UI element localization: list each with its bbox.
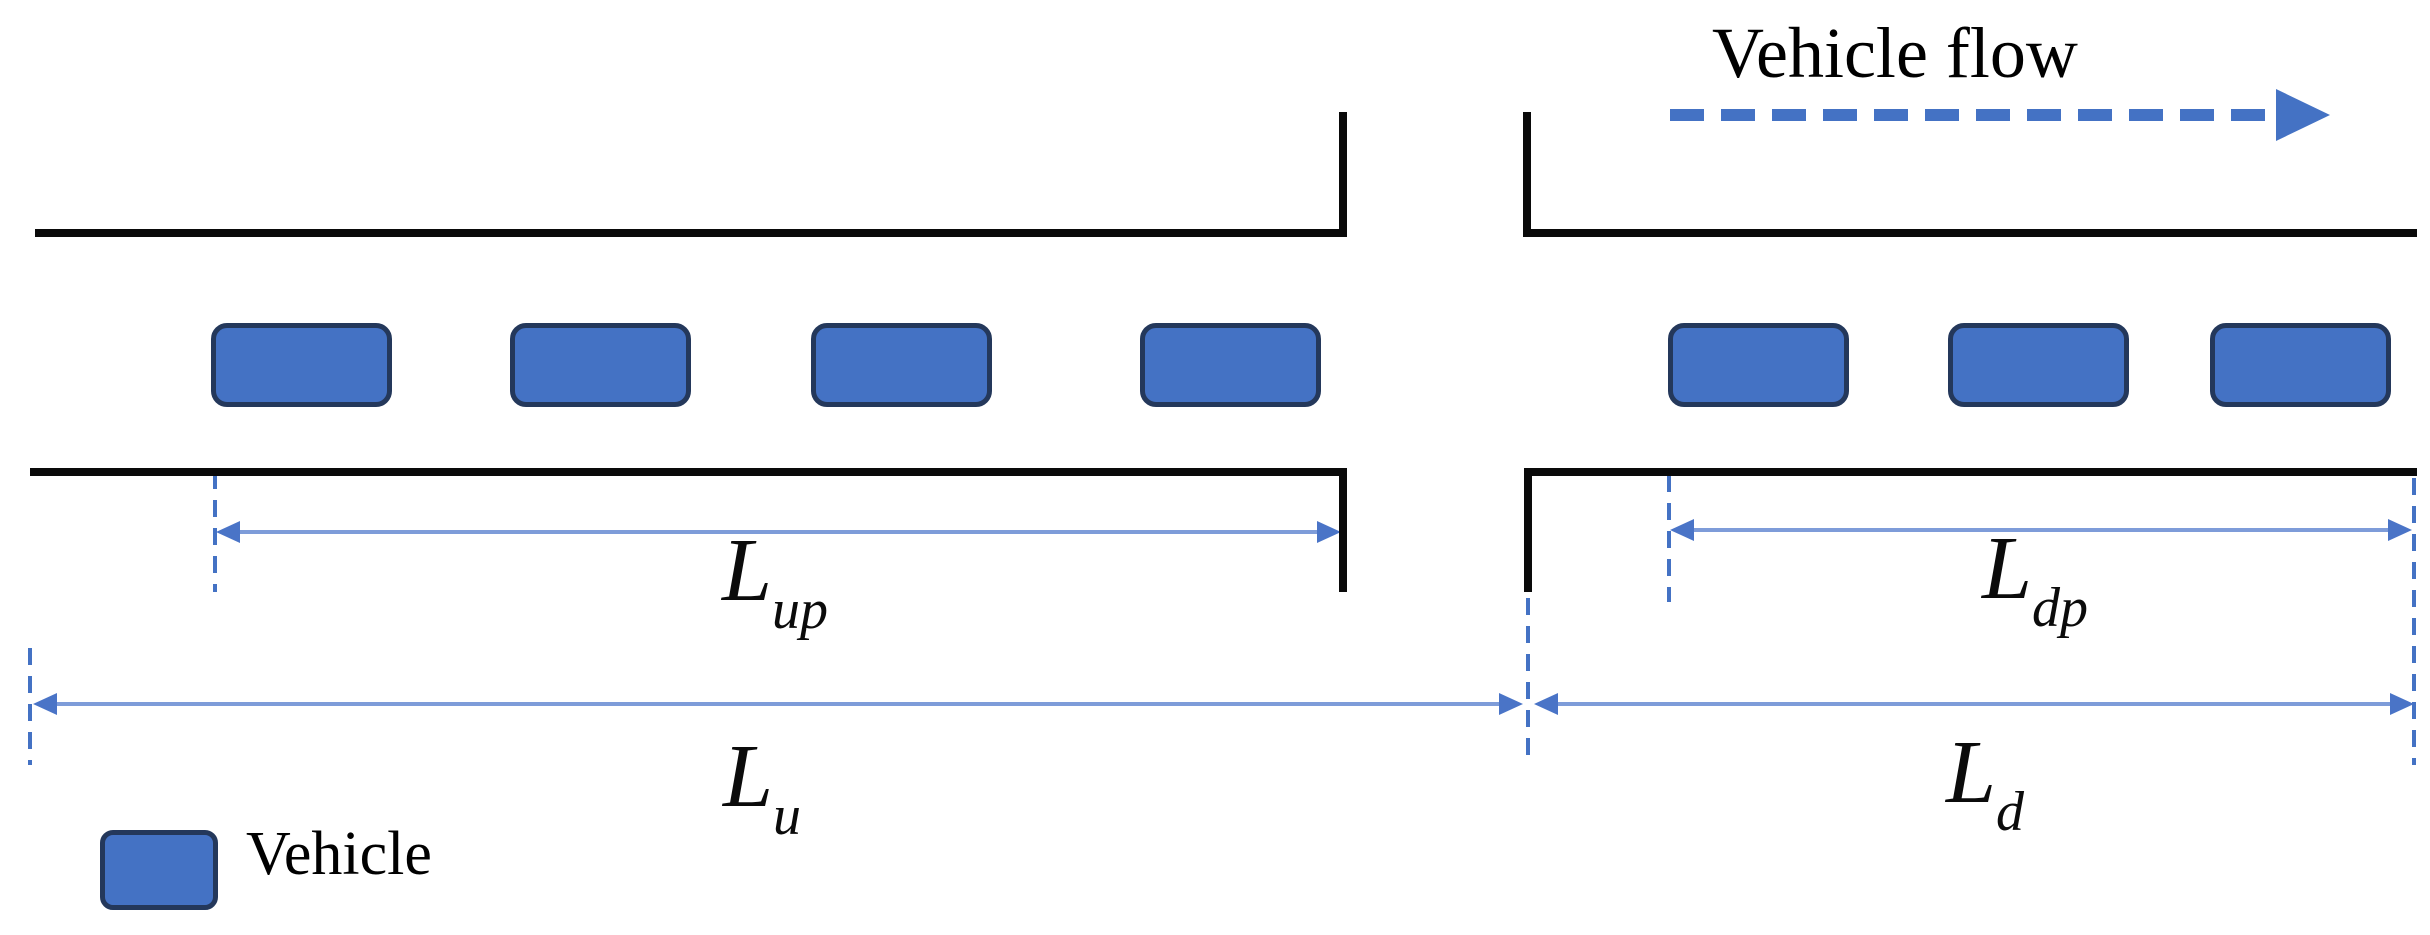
label-ldp: Ldp — [1982, 524, 2088, 637]
vehicle-upstream-1 — [211, 323, 392, 407]
road-top-upstream-line — [35, 229, 1343, 237]
vehicle-flow-arrow-head — [2276, 89, 2330, 141]
label-lu-sub: u — [773, 785, 802, 847]
dim-arrow-ld-head-right — [2390, 693, 2414, 715]
vehicle-upstream-3 — [811, 323, 992, 407]
legend-vehicle-icon — [100, 830, 218, 910]
road-top-right-end-cap — [1523, 112, 1531, 237]
road-bottom-left-end-cap — [1339, 468, 1347, 592]
road-bottom-right-end-cap — [1524, 468, 1532, 592]
vehicle-upstream-4 — [1140, 323, 1321, 407]
dim-arrow-ldp-head-right — [2388, 519, 2412, 541]
vehicle-downstream-1 — [1668, 323, 1849, 407]
dim-arrow-ldp-head-left — [1670, 519, 1694, 541]
vehicle-upstream-2 — [510, 323, 691, 407]
dim-arrow-lup-head-right — [1317, 521, 1341, 543]
dim-arrow-lu-head-left — [33, 693, 57, 715]
label-lu: Lu — [723, 732, 801, 845]
label-lup-base: L — [721, 521, 773, 620]
vehicle-downstream-3 — [2210, 323, 2391, 407]
label-ld: Ld — [1946, 728, 2024, 841]
road-bottom-downstream-line — [1528, 468, 2417, 476]
vehicle-downstream-2 — [1948, 323, 2129, 407]
dim-arrow-ld-head-left — [1534, 693, 1558, 715]
vehicle-flow-label: Vehicle flow — [1712, 13, 2078, 93]
legend-vehicle-label: Vehicle — [246, 820, 432, 888]
label-ldp-sub: dp — [2032, 577, 2089, 639]
dim-arrow-lu-head-right — [1499, 693, 1523, 715]
road-bottom-upstream-line — [30, 468, 1343, 476]
label-lup: Lup — [722, 526, 828, 639]
label-lup-sub: up — [772, 579, 829, 641]
dim-arrow-lup-head-left — [216, 521, 240, 543]
label-ldp-base: L — [1981, 519, 2033, 618]
road-top-left-end-cap — [1339, 112, 1347, 237]
road-top-downstream-line — [1527, 229, 2417, 237]
label-ld-base: L — [1945, 723, 1997, 822]
label-ld-sub: d — [1996, 781, 2025, 843]
label-lu-base: L — [722, 727, 774, 826]
